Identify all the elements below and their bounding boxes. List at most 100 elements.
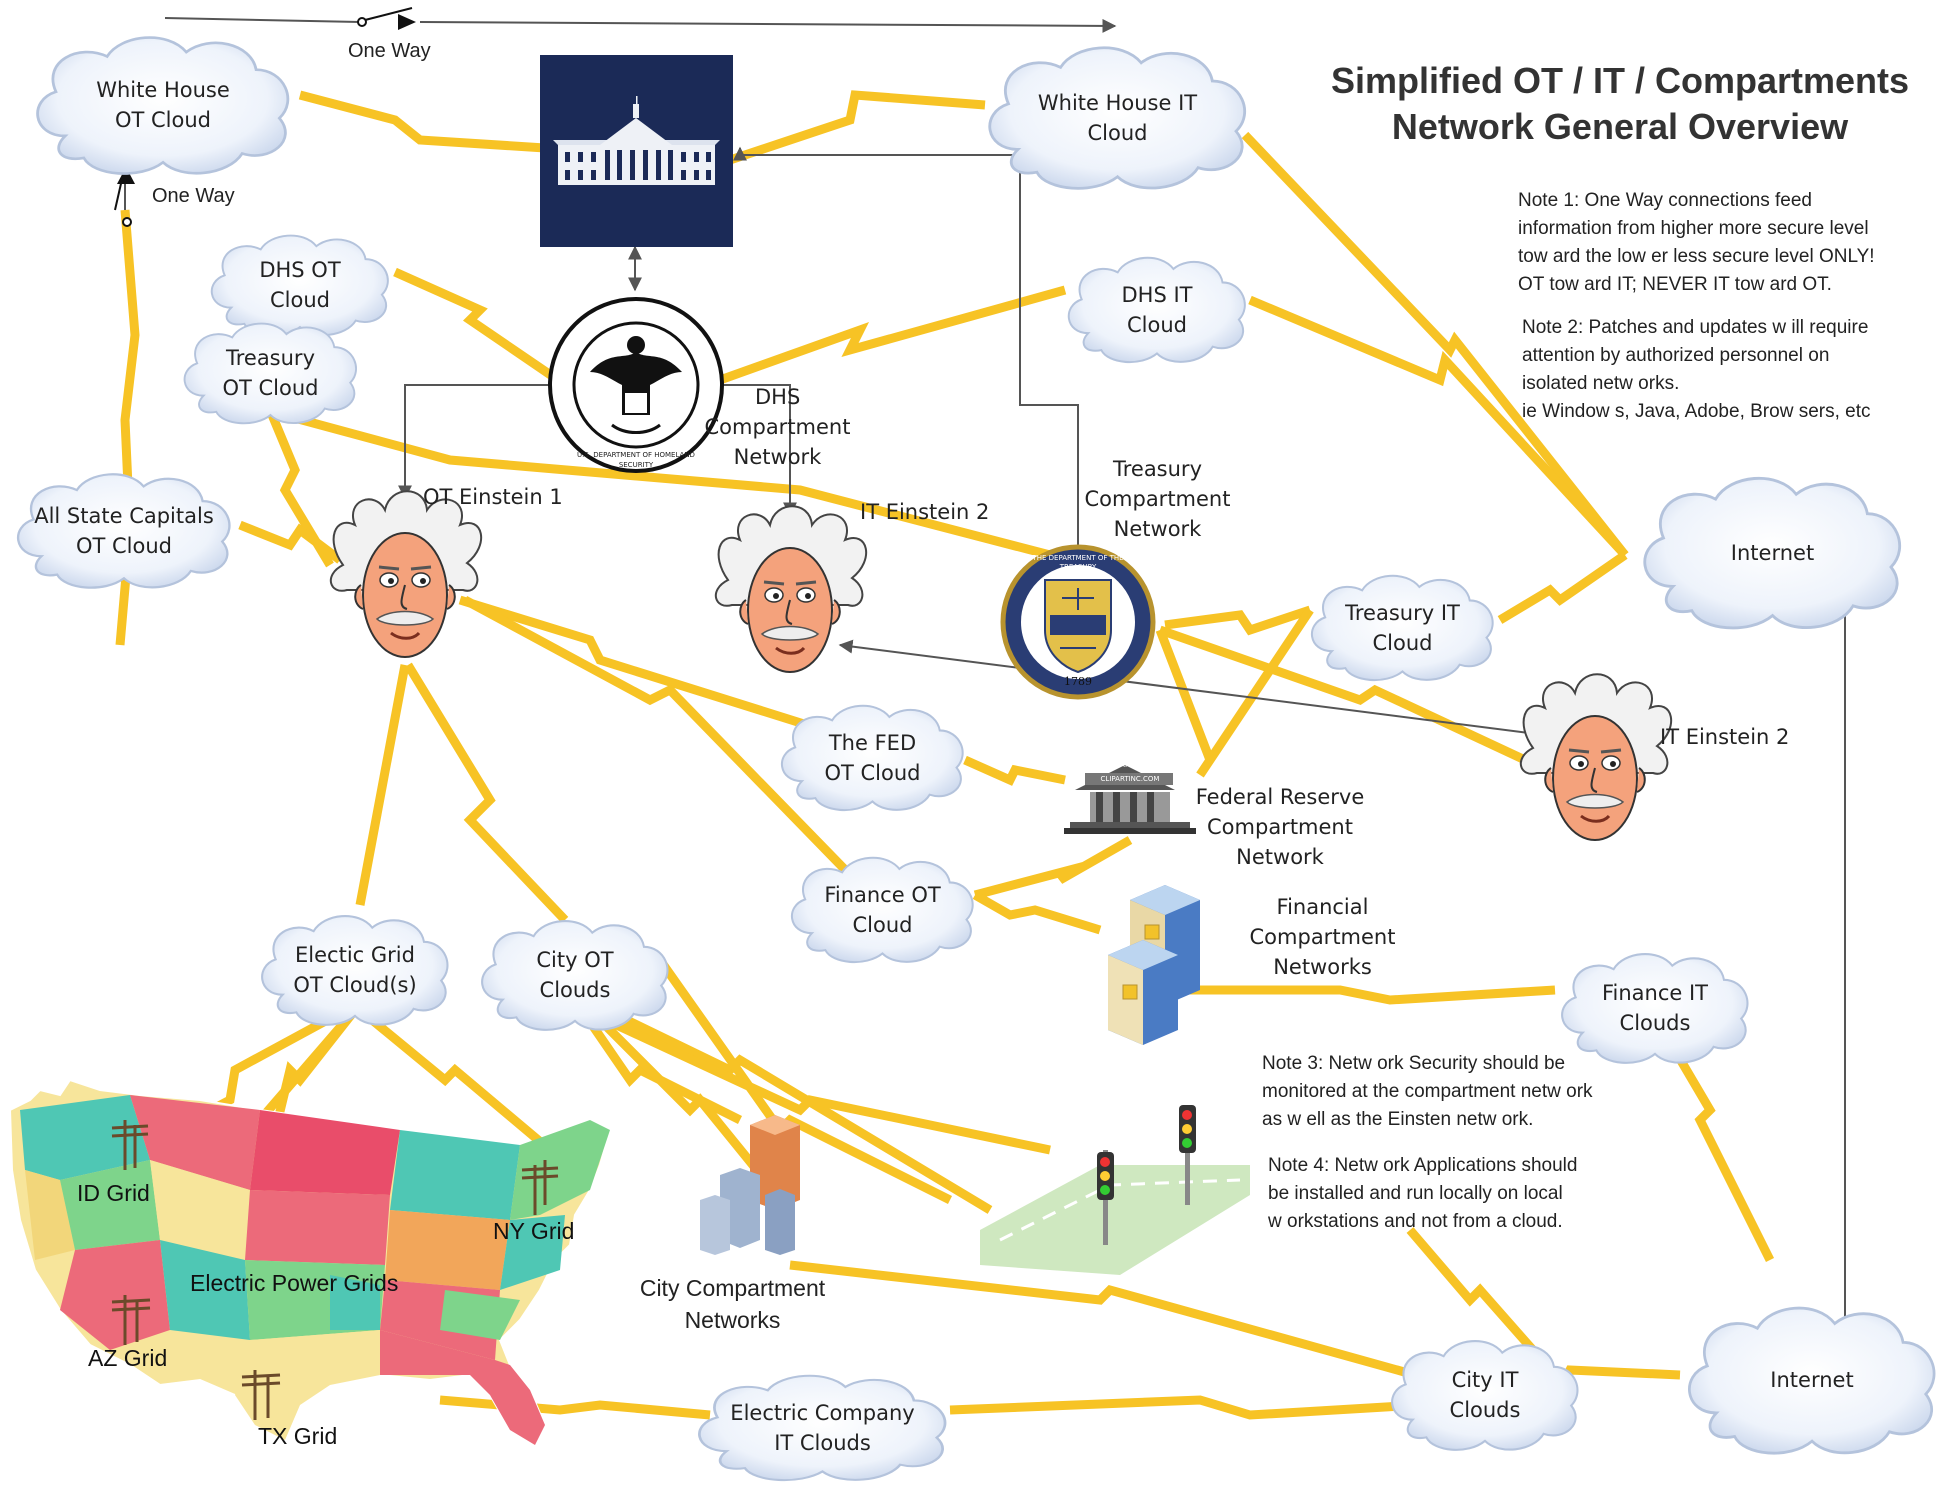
state-capitals-ot-cloud[interactable]: All State Capitals OT Cloud <box>10 468 238 593</box>
note-1: Note 1: One Way connections feed informa… <box>1518 190 1875 295</box>
treasury-seal-year: 1789 <box>1064 675 1092 688</box>
cloud-label-line: IT Clouds <box>774 1430 871 1455</box>
cloud-label-line: City OT <box>536 948 614 972</box>
label-line: Financial <box>1276 895 1369 919</box>
label-line: Compartment <box>1207 815 1353 839</box>
treasury-seal-icon <box>1000 544 1156 700</box>
treasury-compartment-label: Treasury Compartment Network <box>1080 454 1235 544</box>
dhs-seal-text: U.S. DEPARTMENT OF HOMELAND SECURITY <box>577 451 695 469</box>
it-einstein-mid-label: IT Einstein 2 <box>860 500 990 524</box>
cloud-label-line: DHS IT <box>1121 282 1193 307</box>
cloud-label-line: Treasury <box>225 346 315 370</box>
label-line: Network <box>1113 517 1202 541</box>
white-house-ot-cloud[interactable]: White House OT Cloud <box>28 30 298 180</box>
cloud-label-line: Clouds <box>1619 1011 1691 1035</box>
fed-ot-cloud[interactable]: The FED OT Cloud <box>775 700 970 815</box>
cloud-label-line: Electic Grid <box>295 943 415 967</box>
cloud-label-line: Finance OT <box>824 882 941 907</box>
financial-compartment-label: Financial Compartment Networks <box>1245 892 1400 982</box>
id-grid-label: ID Grid <box>77 1180 150 1206</box>
dhs-ot-cloud[interactable]: DHS OT Cloud <box>205 230 395 340</box>
bank-sub-text: CLIPARTINC.COM <box>1100 775 1160 783</box>
cloud-label-line: OT Cloud(s) <box>293 973 417 997</box>
cloud-label-line: Cloud <box>1127 312 1187 337</box>
az-grid-label: AZ Grid <box>88 1345 168 1371</box>
federal-reserve-compartment-label: Federal Reserve Compartment Network <box>1190 782 1370 872</box>
tx-grid-label: TX Grid <box>258 1423 338 1449</box>
cloud-label-line: The FED <box>828 730 917 755</box>
note-4: Note 4: Netw ork Applications should be … <box>1268 1155 1578 1232</box>
city-buildings-icon <box>700 1115 800 1255</box>
cloud-label-line: Internet <box>1730 540 1815 565</box>
label-line: City Compartment <box>639 1275 826 1301</box>
label-line: DHS <box>755 385 801 409</box>
label-line: Networks <box>1273 955 1372 979</box>
cloud-label-line: Finance IT <box>1601 981 1709 1005</box>
dhs-seal-icon <box>548 297 724 473</box>
label-line: Compartment <box>704 415 851 439</box>
cloud-label-line: Internet <box>1770 1368 1854 1392</box>
cloud-label-line: OT Cloud <box>75 533 173 558</box>
white-house-it-cloud[interactable]: White House IT Cloud <box>980 40 1255 195</box>
finance-it-cloud[interactable]: Finance IT Clouds <box>1555 948 1755 1068</box>
einstein-icons <box>329 490 1673 841</box>
cloud-label-line: Cloud <box>1372 630 1433 655</box>
internet-cloud-bottom[interactable]: Internet <box>1680 1300 1944 1460</box>
power-pole-icons <box>111 1120 559 1420</box>
treasury-seal-text: THE DEPARTMENT OF THE TREASURY <box>1032 554 1124 571</box>
label-line: Treasury <box>1112 457 1202 481</box>
treasury-ot-cloud[interactable]: Treasury OT Cloud <box>178 318 363 428</box>
traffic-intersection-icon <box>980 1105 1250 1275</box>
finance-ot-cloud[interactable]: Finance OT Cloud <box>785 852 980 967</box>
us-map-icon <box>8 1078 612 1447</box>
cloud-label-line: OT Cloud <box>824 760 921 785</box>
label-line: Network <box>733 445 822 469</box>
cloud-label-line: Cloud <box>852 912 913 937</box>
label-line: Networks <box>684 1307 781 1333</box>
label-line: Compartment <box>1249 925 1396 949</box>
label-line: Network <box>1236 845 1324 869</box>
cloud-label-line: White House IT <box>1037 90 1198 115</box>
ot-einstein-icon <box>329 490 483 658</box>
cloud-label-line: Treasury IT <box>1345 600 1460 625</box>
label-line: Federal Reserve <box>1195 785 1365 809</box>
city-compartment-label: City Compartment Networks <box>620 1272 845 1336</box>
internet-cloud-top[interactable]: Internet <box>1635 470 1910 635</box>
federal-reserve-bank-icon <box>1064 765 1196 834</box>
it-einstein-right-label: IT Einstein 2 <box>1660 725 1790 749</box>
title-line-1: Simplified OT / IT / Compartments <box>1330 60 1910 101</box>
cloud-label-line: DHS OT <box>259 258 341 282</box>
electric-grid-ot-cloud[interactable]: Electic Grid OT Cloud(s) <box>255 910 455 1030</box>
cloud-label-line: OT Cloud <box>114 108 212 132</box>
cloud-label-line: City IT <box>1451 1368 1519 1392</box>
title-line-2: Network General Overview <box>1391 106 1849 147</box>
arrow-links <box>164 17 1852 1382</box>
city-it-cloud[interactable]: City IT Clouds <box>1385 1335 1585 1455</box>
treasury-it-cloud[interactable]: Treasury IT Cloud <box>1305 570 1500 685</box>
label-line: Compartment <box>1084 487 1231 511</box>
diagram-title: Simplified OT / IT / Compartments Networ… <box>1295 58 1944 150</box>
electric-power-grids-label: Electric Power Grids <box>190 1270 399 1296</box>
note-2: Note 2: Patches and updates w ill requir… <box>1522 317 1871 422</box>
one-way-switch-top-icon <box>357 7 416 30</box>
white-house-icon <box>540 55 733 247</box>
cloud-label-line: White House <box>96 78 230 102</box>
cloud-label-line: Cloud <box>1087 120 1148 145</box>
cloud-label-line: All State Capitals <box>34 503 214 528</box>
dhs-compartment-label: DHS Compartment Network <box>700 382 855 472</box>
one-way-label-top: One Way <box>348 40 431 62</box>
ot-einstein-label: OT Einstein 1 <box>423 485 563 509</box>
note-3: Note 3: Netw ork Security should be moni… <box>1262 1053 1593 1130</box>
dhs-it-cloud[interactable]: DHS IT Cloud <box>1062 252 1252 367</box>
bank-sign-text: BANK <box>1113 760 1137 769</box>
one-way-label-left: One Way <box>152 185 235 207</box>
cloud-label-line: Clouds <box>1449 1398 1521 1422</box>
city-ot-cloud[interactable]: City OT Clouds <box>475 915 675 1035</box>
financial-buildings-icon <box>1108 885 1200 1045</box>
cloud-label-line: Cloud <box>270 288 330 312</box>
cloud-label-line: Clouds <box>539 978 611 1002</box>
cloud-label-line: OT Cloud <box>222 376 319 400</box>
